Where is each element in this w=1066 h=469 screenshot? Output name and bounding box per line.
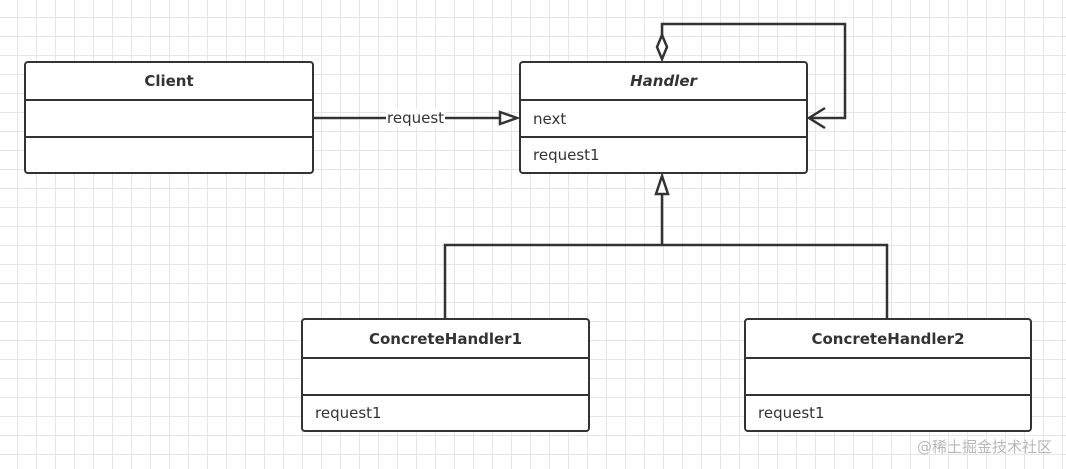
aggregation-diamond-icon [655, 31, 669, 63]
generalization-branch-line [443, 243, 889, 318]
class-name: ConcreteHandler1 [303, 320, 588, 359]
open-arrowhead-icon [806, 106, 826, 130]
class-attributes [746, 359, 1030, 396]
class-handler[interactable]: Handler next request1 [519, 61, 808, 174]
class-concrete-handler-1[interactable]: ConcreteHandler1 request1 [301, 318, 590, 432]
class-methods: request1 [315, 403, 382, 422]
class-attributes [303, 359, 588, 396]
inheritance-triangle-icon [654, 172, 670, 196]
class-client[interactable]: Client [24, 61, 314, 174]
class-methods [26, 138, 312, 171]
watermark-text: @稀土掘金技术社区 [916, 438, 1052, 456]
class-methods: request1 [533, 145, 600, 164]
class-name: ConcreteHandler2 [746, 320, 1030, 359]
class-attributes [26, 101, 312, 138]
association-label: request [386, 109, 446, 127]
class-concrete-handler-2[interactable]: ConcreteHandler2 request1 [744, 318, 1032, 432]
class-methods: request1 [758, 403, 825, 422]
class-attributes: next [521, 101, 806, 138]
class-name: Handler [521, 63, 806, 101]
association-arrowhead-icon [498, 110, 521, 126]
class-name: Client [26, 63, 312, 101]
